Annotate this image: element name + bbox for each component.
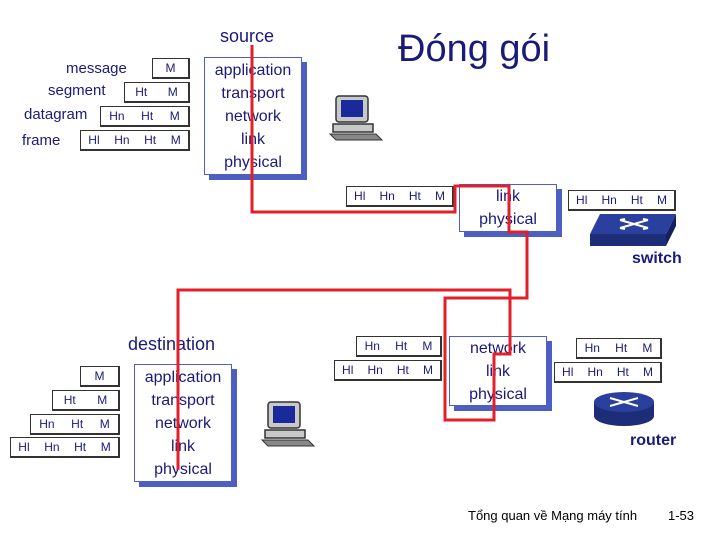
dest-layer-link: link <box>170 437 195 455</box>
header-ht: Ht <box>74 440 87 454</box>
router-label: router <box>630 432 677 449</box>
header-hn: Hn <box>379 189 395 203</box>
header-hl: Hl <box>342 363 354 377</box>
frame-to-switch-cell: Hl Hn Ht M <box>346 186 454 207</box>
computer-icon <box>328 95 384 141</box>
legend-datagram: datagram <box>24 106 88 123</box>
header-m: M <box>170 133 181 147</box>
header-ht: Ht <box>396 363 409 377</box>
switch-label: switch <box>632 250 682 267</box>
dest-protocol-stack: application transport network link physi… <box>134 364 232 482</box>
header-hn: Hn <box>367 363 383 377</box>
source-protocol-stack: application transport network link physi… <box>204 57 302 175</box>
dest-layer-physical: physical <box>154 460 212 478</box>
header-hl: Hl <box>354 189 366 203</box>
source-label: source <box>220 26 275 46</box>
header-ht: Ht <box>616 365 629 379</box>
switch-protocol-stack: link physical <box>459 184 557 232</box>
source-datagram-cell: Hn Ht M <box>100 106 190 127</box>
header-ht: Ht <box>141 109 154 123</box>
page-title: Đóng gói <box>398 28 551 70</box>
computer-icon <box>260 401 316 447</box>
router-icon <box>594 392 654 426</box>
router-layer-link: link <box>485 362 510 380</box>
header-ht: Ht <box>63 393 76 407</box>
header-hn: Hn <box>44 440 60 454</box>
legend-segment: segment <box>48 82 106 99</box>
header-m: M <box>97 393 108 407</box>
header-hl: Hl <box>18 440 30 454</box>
router-in-datagram-cell: Hn Ht M <box>356 336 442 357</box>
header-hn: Hn <box>601 193 617 207</box>
header-hn: Hn <box>584 341 600 355</box>
dest-datagram-cell: Hn Ht M <box>30 414 120 435</box>
router-layer-network: network <box>469 339 527 357</box>
source-layer-application: application <box>214 61 292 79</box>
source-frame-cell: Hl Hn Ht M <box>80 130 190 151</box>
header-m: M <box>167 85 178 99</box>
footer-page: 1-53 <box>668 508 695 523</box>
switch-layer-physical: physical <box>479 211 537 228</box>
header-m: M <box>642 341 653 355</box>
dest-message-cell: M <box>80 366 120 387</box>
header-hl: Hl <box>576 193 588 207</box>
source-layer-physical: physical <box>224 153 282 171</box>
header-hn: Hn <box>587 365 603 379</box>
header-m: M <box>642 365 653 379</box>
header-m: M <box>656 193 667 207</box>
legend-frame: frame <box>22 132 61 149</box>
header-ht: Ht <box>408 189 421 203</box>
router-protocol-stack: network link physical <box>449 336 547 406</box>
source-layer-transport: transport <box>221 84 285 102</box>
dest-layer-application: application <box>144 368 222 386</box>
header-hl: Hl <box>562 365 574 379</box>
header-ht: Ht <box>144 133 157 147</box>
source-layer-network: network <box>224 107 282 125</box>
router-layer-physical: physical <box>469 385 527 403</box>
header-hn: Hn <box>114 133 130 147</box>
header-m: M <box>94 369 105 383</box>
header-m: M <box>422 363 433 377</box>
router-out-datagram-cell: Hn Ht M <box>576 338 662 359</box>
header-m: M <box>422 339 433 353</box>
header-ht: Ht <box>395 339 408 353</box>
header-m: M <box>169 109 180 123</box>
header-hn: Hn <box>39 417 55 431</box>
footer-course: Tổng quan về Mạng máy tính <box>468 508 638 523</box>
header-m: M <box>434 189 445 203</box>
header-m: M <box>100 440 111 454</box>
dest-frame-cell: Hl Hn Ht M <box>10 437 120 458</box>
header-m: M <box>165 61 176 75</box>
switch-layer-link: link <box>495 188 520 205</box>
legend-message: message <box>66 60 127 77</box>
router-in-frame-cell: Hl Hn Ht M <box>334 360 442 381</box>
header-hn: Hn <box>109 109 125 123</box>
dest-layer-transport: transport <box>151 391 215 409</box>
header-hl: Hl <box>88 133 100 147</box>
switch-icon <box>590 214 676 246</box>
dest-layer-network: network <box>154 414 212 432</box>
dest-segment-cell: Ht M <box>52 390 120 411</box>
header-ht: Ht <box>71 417 84 431</box>
destination-label: destination <box>128 334 216 354</box>
source-message-cell: M <box>152 58 190 79</box>
header-ht: Ht <box>135 85 148 99</box>
header-hn: Hn <box>364 339 380 353</box>
source-segment-cell: Ht M <box>124 82 190 103</box>
router-out-frame-cell: Hl Hn Ht M <box>554 362 662 383</box>
source-layer-link: link <box>240 130 265 148</box>
header-m: M <box>99 417 110 431</box>
header-ht: Ht <box>630 193 643 207</box>
header-ht: Ht <box>615 341 628 355</box>
switch-frame-cell: Hl Hn Ht M <box>568 190 676 211</box>
